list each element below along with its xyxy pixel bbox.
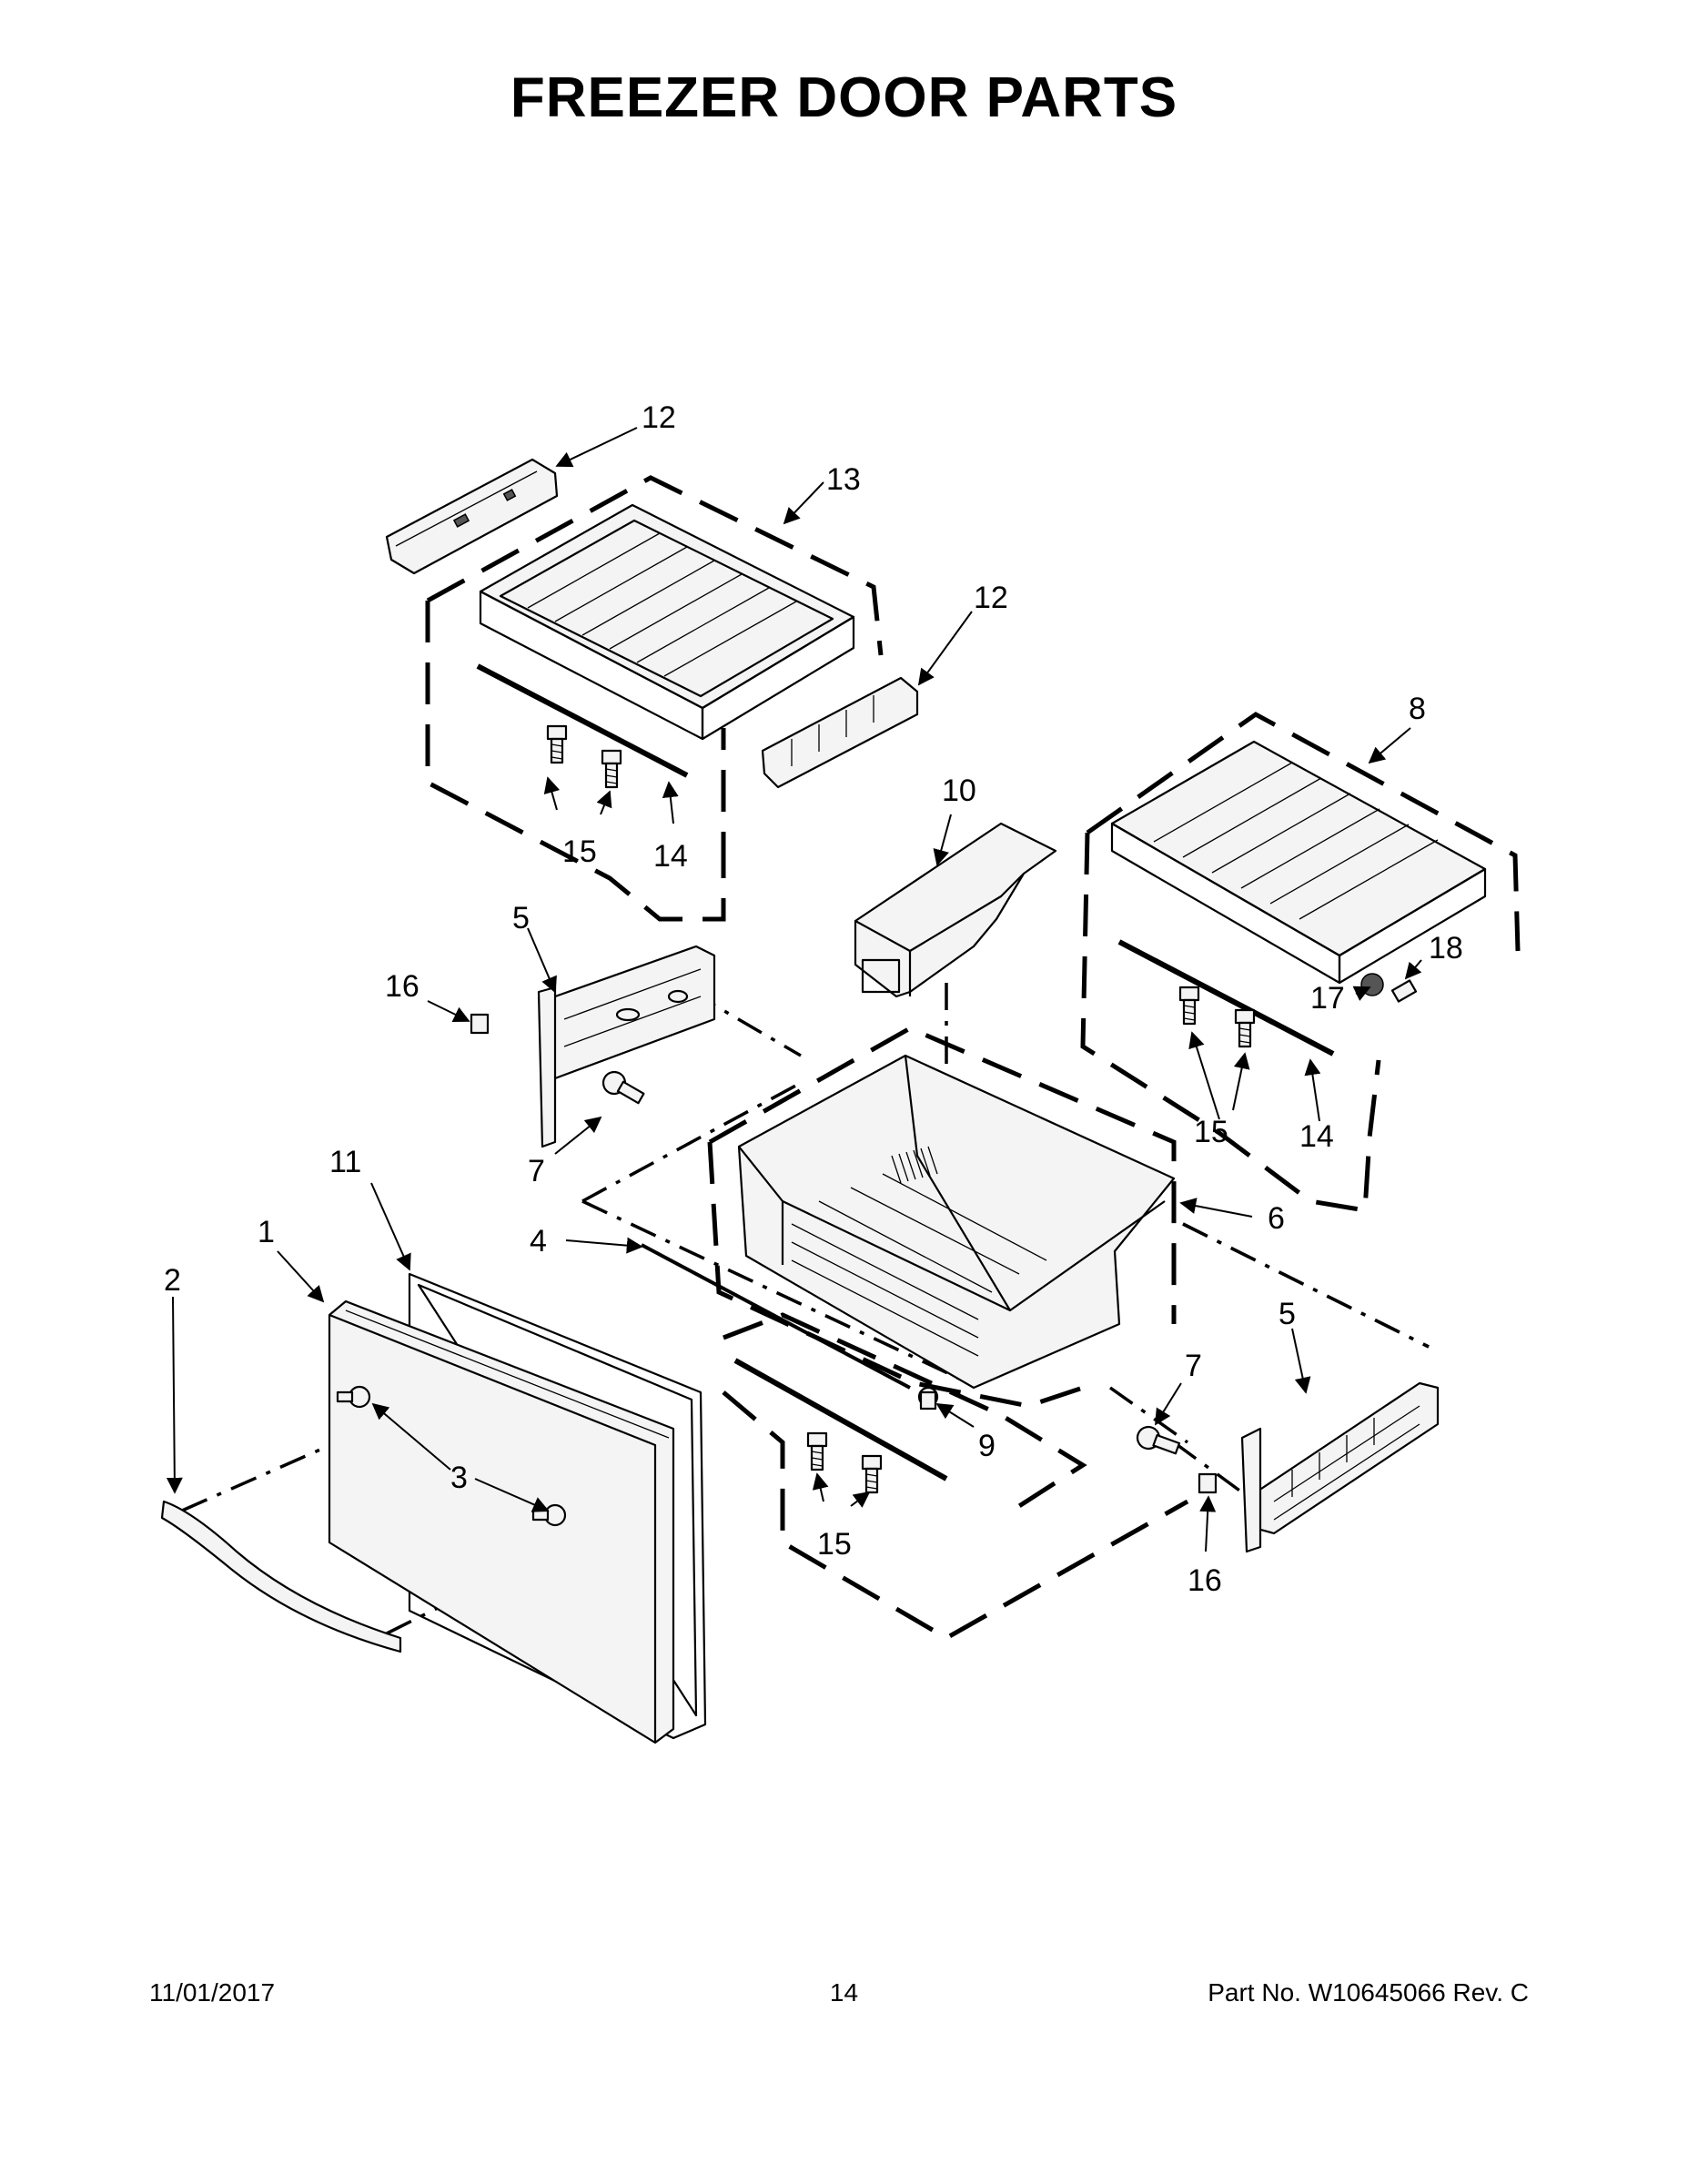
callout-leaders [166,427,1422,1552]
page-title: FREEZER DOOR PARTS [510,66,1178,129]
clip-right [1198,1472,1218,1494]
callout-15-top: 15 [562,834,597,869]
rod [641,1243,911,1390]
callout-12-mid: 12 [974,581,1008,615]
callout-14-top: 14 [653,839,688,874]
callout-18: 18 [1429,931,1463,966]
callout-12-top: 12 [642,400,676,435]
callout-15-right: 15 [1194,1115,1228,1149]
callout-6: 6 [1268,1201,1285,1236]
bumper [917,1386,939,1410]
callout-7-right: 7 [1185,1349,1202,1383]
lower-center-basket-outline [722,1312,1189,1641]
callout-4: 4 [530,1224,547,1259]
screw-right-7 [1136,1425,1181,1455]
callout-8: 8 [1409,692,1426,726]
screws-top [546,724,622,789]
screws-bottom [806,1431,883,1494]
callout-5-left: 5 [512,901,530,935]
callout-7-left: 7 [528,1154,545,1188]
freezer-bin [737,1054,1176,1390]
callout-13: 13 [826,462,861,497]
basket-slide-bracket-mid [761,676,919,789]
door-panel [328,1299,675,1744]
slide-rail-right [1240,1381,1440,1553]
footer-part-number: Part No. W10645066 Rev. C [1208,1978,1529,2007]
basket-strip-lower [733,1358,948,1481]
callout-2: 2 [164,1263,181,1298]
callout-15-bottom: 15 [817,1527,852,1562]
callout-1: 1 [258,1215,275,1249]
callout-3: 3 [450,1461,468,1495]
callout-16-right: 16 [1188,1563,1222,1598]
ice-bin [854,822,1057,998]
door-screws [336,1385,567,1527]
door-handle [160,1500,402,1653]
center-bin-outline [707,1026,1177,1409]
footer-date: 11/01/2017 [149,1978,276,2007]
callout-11: 11 [329,1145,361,1179]
callout-10: 10 [942,774,976,808]
callout-9: 9 [978,1429,996,1463]
basket-slide-bracket-top [385,458,559,575]
right-basket [1110,740,1487,985]
callout-5-right: 5 [1279,1297,1296,1331]
footer-page-number: 14 [829,1978,859,2007]
upper-left-basket-outline [425,475,884,922]
basket-strip-right [1117,939,1335,1057]
right-basket-outline [1080,712,1521,1213]
basket-strip-top [476,663,689,778]
callout-numbers: 12 13 12 15 14 10 8 18 17 15 14 5 16 7 4… [164,400,1463,1598]
callout-14-right: 14 [1299,1119,1334,1154]
slide-rail-left [537,945,716,1148]
callout-16-left: 16 [385,969,419,1004]
screw-left-7 [601,1070,645,1105]
clip-left [470,1013,490,1035]
screws-right [1178,986,1256,1048]
upper-basket [479,503,855,741]
callout-17: 17 [1310,981,1345,1016]
